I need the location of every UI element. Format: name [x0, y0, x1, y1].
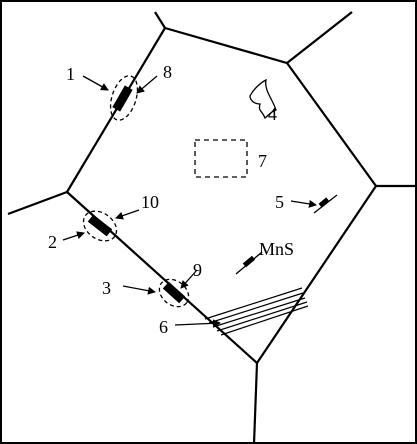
boundary-top	[165, 12, 352, 63]
boundary-top-left	[155, 12, 165, 28]
region-7	[195, 140, 247, 177]
precipitate-8	[112, 85, 132, 111]
arrow-3	[123, 286, 155, 292]
boundary-precipitate-8	[105, 72, 142, 123]
arrow-10	[116, 210, 139, 218]
label-5: 5	[275, 192, 284, 212]
label-10: 10	[141, 192, 159, 212]
inclusion-5	[314, 195, 337, 213]
label-8: 8	[163, 62, 172, 82]
boundary-right-upper	[287, 63, 417, 186]
label-6: 6	[159, 317, 168, 337]
boundary-precipitate-10	[78, 205, 122, 247]
boundary-left-out	[8, 192, 67, 214]
parallel-bands-6	[205, 288, 308, 335]
precipitate-9	[163, 282, 185, 303]
label-mns: MnS	[259, 239, 294, 259]
label-3: 3	[102, 278, 111, 298]
label-7: 7	[258, 151, 267, 171]
arrow-5	[291, 201, 316, 205]
boundary-left-upper	[67, 28, 165, 192]
boundary-bottom	[254, 363, 257, 444]
label-4: 4	[268, 104, 277, 124]
inclusion-5-body	[319, 197, 330, 207]
label-2: 2	[48, 232, 57, 252]
arrow-8	[137, 76, 157, 93]
boundary-right-lower	[257, 186, 376, 363]
arrow-1	[83, 76, 108, 90]
label-9: 9	[193, 260, 202, 280]
label-1: 1	[66, 64, 75, 84]
mns-body	[243, 256, 255, 268]
precipitate-10	[88, 215, 112, 237]
arrow-2	[63, 233, 84, 240]
